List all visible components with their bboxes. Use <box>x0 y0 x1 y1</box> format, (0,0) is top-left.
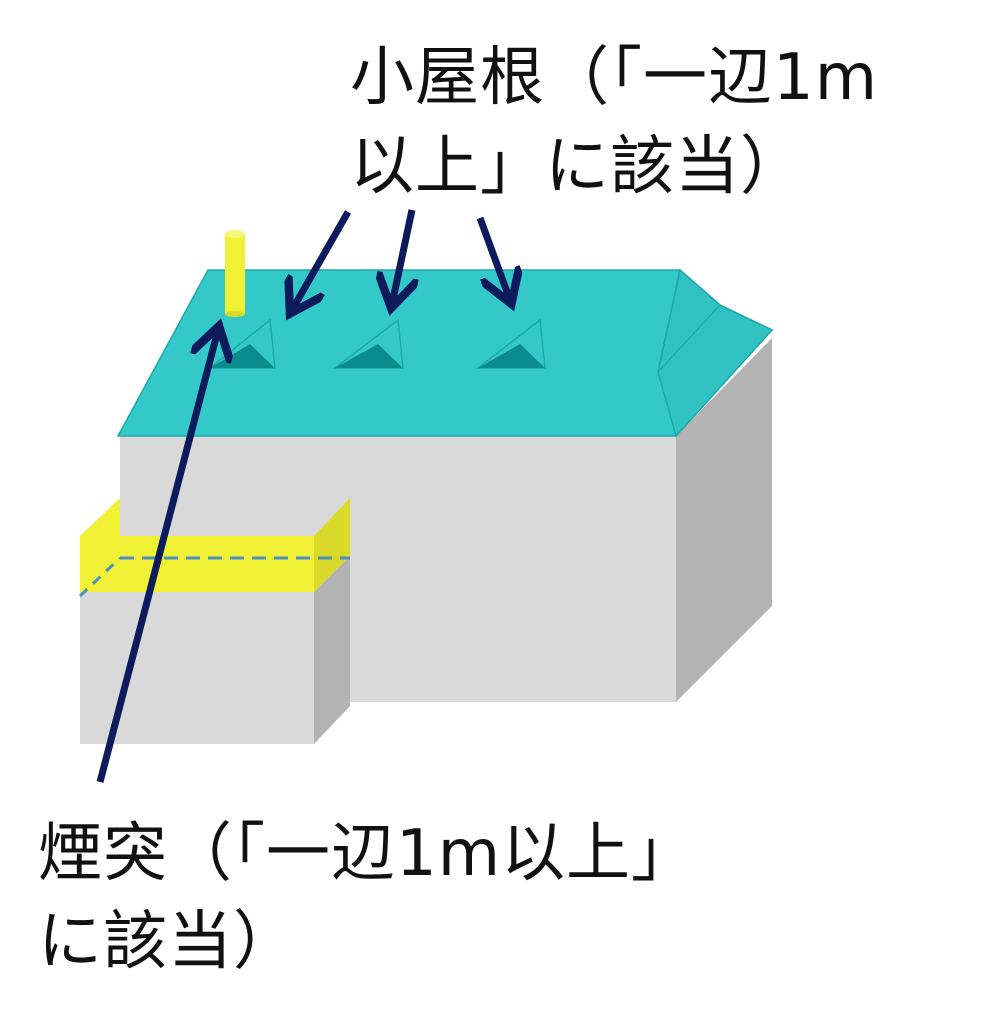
chimney-label-line1: 煙突（「一辺1m以上」 <box>38 817 697 891</box>
roof-hip-ridge-2 <box>657 304 721 373</box>
chimney-label-line2: に該当） <box>38 905 298 979</box>
dormer-label-line2: 以上」に該当） <box>350 130 805 204</box>
dormer-label-line1: 小屋根（「一辺1m <box>350 41 879 115</box>
annex-hidden-edge-diag <box>78 556 122 598</box>
roof-hip-ridge-1 <box>657 269 681 373</box>
annex-band-side <box>314 498 350 592</box>
arrow-dormer-1 <box>292 210 352 310</box>
annex-band-front <box>80 536 314 592</box>
main-wall-side <box>676 338 772 702</box>
annex-band-top <box>80 498 120 536</box>
dormer-2 <box>332 318 404 369</box>
arrow-dormer-3 <box>476 216 510 300</box>
chimney <box>225 230 245 317</box>
arrow-dormer-2 <box>392 209 412 304</box>
dormer-3 <box>475 318 546 369</box>
arrow-chimney <box>96 330 218 783</box>
annex-wall-side <box>314 556 350 744</box>
